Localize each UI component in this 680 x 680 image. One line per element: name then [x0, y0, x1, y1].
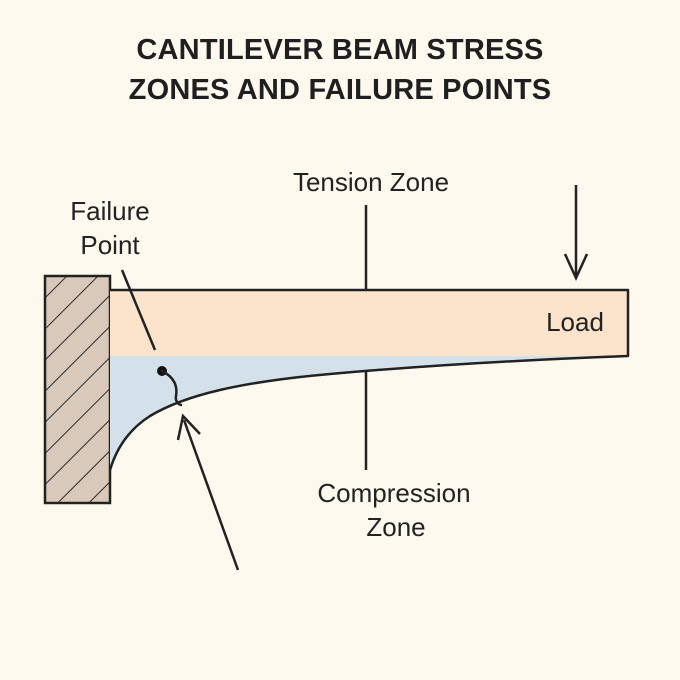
tension-zone-region	[110, 290, 628, 356]
compression-zone-label-line-2: Zone	[366, 512, 425, 542]
failure-point-crack	[160, 369, 183, 407]
load-label: Load	[546, 307, 604, 337]
diagram-title: CANTILEVER BEAM STRESS ZONES AND FAILURE…	[0, 30, 680, 110]
beam-outline	[108, 288, 630, 471]
failure-pointer-arrow-icon	[176, 413, 240, 571]
compression-zone-region	[110, 356, 628, 470]
failure-point-label-line-1: Failure	[70, 196, 149, 226]
fixed-wall-support	[43, 274, 112, 505]
load-arrow-icon	[563, 185, 589, 282]
tension-zone-label: Tension Zone	[293, 167, 449, 197]
failure-point-label-line-2: Point	[80, 230, 140, 260]
compression-zone-label-line-1: Compression	[317, 478, 470, 508]
failure-point-leader	[120, 269, 157, 351]
title-line-1: CANTILEVER BEAM STRESS	[136, 34, 544, 66]
title-line-2: ZONES AND FAILURE POINTS	[128, 74, 552, 106]
